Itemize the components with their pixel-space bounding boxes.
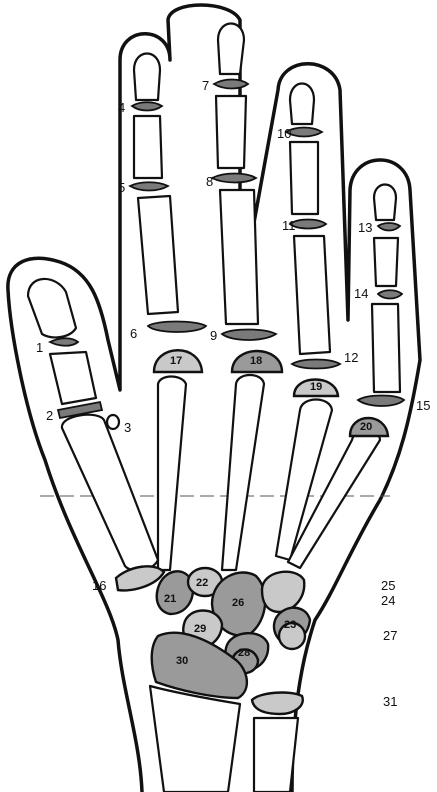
label-3: 3: [124, 420, 131, 435]
index-distal-phalanx: [134, 54, 160, 101]
thumb-metacarpal: [62, 415, 158, 571]
middle-epiphysis-8: [212, 174, 256, 183]
label-4: 4: [118, 100, 125, 115]
thumb-epiphysis-1: [50, 338, 78, 346]
number-26: 26: [232, 597, 244, 609]
ring-middle-phalanx: [290, 142, 318, 214]
index-proximal-phalanx: [138, 196, 178, 314]
little-proximal-phalanx: [372, 304, 400, 392]
index-middle-phalanx: [134, 116, 162, 178]
label-15: 15: [416, 398, 430, 413]
middle-metacarpal: [222, 375, 264, 570]
thumb-proximal-phalanx: [50, 352, 96, 404]
number-17: 17: [170, 355, 182, 367]
little-epiphysis-15: [358, 396, 404, 407]
label-8: 8: [206, 174, 213, 189]
label-27: 27: [383, 628, 397, 643]
ossification-center-31: [252, 693, 303, 714]
label-31: 31: [383, 694, 397, 709]
middle-distal-phalanx: [218, 24, 244, 75]
middle-middle-phalanx: [216, 96, 246, 168]
little-distal-phalanx: [374, 185, 396, 221]
label-7: 7: [202, 78, 209, 93]
label-16: 16: [92, 578, 106, 593]
number-22: 22: [196, 577, 208, 589]
ossification-center-16: [116, 566, 164, 590]
ring-distal-phalanx: [290, 84, 314, 125]
ring-proximal-phalanx: [294, 236, 330, 354]
index-epiphysis-5: [130, 182, 168, 190]
middle-epiphysis-7: [214, 80, 248, 89]
middle-epiphysis-9: [222, 330, 276, 341]
label-14: 14: [354, 286, 368, 301]
label-1: 1: [36, 340, 43, 355]
label-12: 12: [344, 350, 358, 365]
thumb-distal-phalanx: [28, 279, 76, 337]
radius-shaft: [150, 686, 240, 792]
number-19: 19: [310, 381, 322, 393]
middle-proximal-phalanx: [220, 190, 258, 324]
number-30: 30: [176, 655, 188, 667]
index-epiphysis-4: [132, 102, 162, 110]
sesamoid-bone: [107, 415, 119, 429]
ulna-shaft: [254, 718, 298, 792]
number-18: 18: [250, 355, 262, 367]
label-25: 25: [381, 578, 395, 593]
little-epiphysis-13: [378, 223, 400, 231]
label-2: 2: [46, 408, 53, 423]
number-21: 21: [164, 593, 176, 605]
label-9: 9: [210, 328, 217, 343]
index-epiphysis-6: [148, 322, 206, 333]
label-11: 11: [282, 218, 296, 233]
number-20: 20: [360, 421, 372, 433]
number-29: 29: [194, 623, 206, 635]
index-metacarpal: [158, 377, 186, 571]
little-epiphysis-14: [378, 290, 402, 298]
label-24: 24: [381, 593, 395, 608]
label-10: 10: [277, 126, 291, 141]
ring-epiphysis-12: [292, 360, 340, 369]
number-28: 28: [238, 647, 250, 659]
number-23: 23: [284, 619, 296, 631]
label-13: 13: [358, 220, 372, 235]
little-middle-phalanx: [374, 238, 398, 286]
ossification-center-25: [262, 572, 304, 612]
label-5: 5: [118, 180, 125, 195]
label-6: 6: [130, 326, 137, 341]
